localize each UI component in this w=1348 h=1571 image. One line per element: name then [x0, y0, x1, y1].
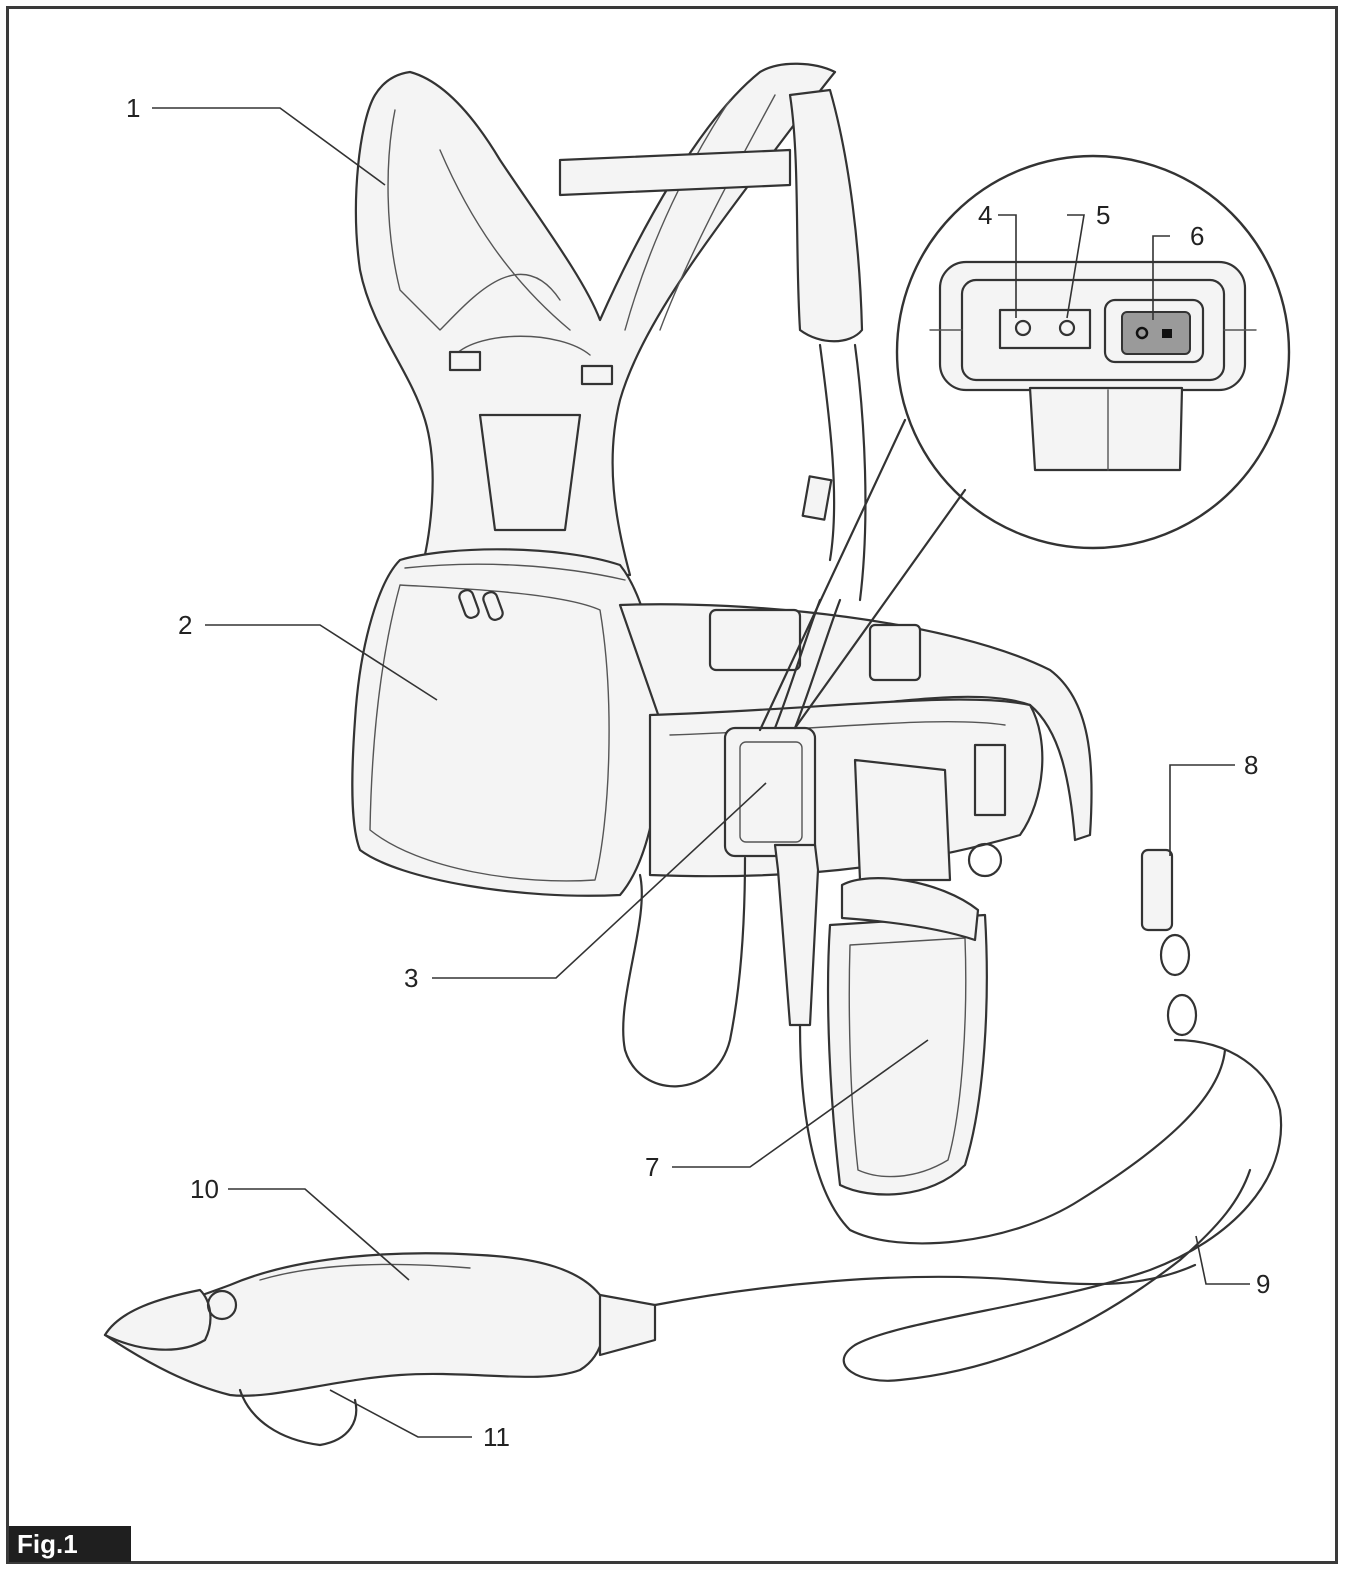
pruning-shears: [103, 1252, 657, 1447]
callout-5: 5: [1096, 200, 1110, 230]
front-pouch: [351, 548, 663, 897]
leader-lines: [152, 107, 1250, 1438]
waist-belt: [618, 603, 1093, 878]
figure-label: Fig.1: [9, 1526, 131, 1562]
callout-7: 7: [645, 1152, 659, 1182]
callout-6: 6: [1190, 221, 1204, 251]
cord-hook: [653, 848, 1283, 1382]
callout-3: 3: [404, 963, 418, 993]
callout-9: 9: [1256, 1269, 1270, 1299]
callout-4: 4: [978, 200, 992, 230]
controller-box: [622, 598, 1227, 1245]
callout-1: 1: [126, 93, 140, 123]
callout-8: 8: [1244, 750, 1258, 780]
callout-labels: 1 2 3 4 5 6 7 8 9 10 11: [126, 93, 1270, 1452]
callout-10: 10: [190, 1174, 219, 1204]
callout-11: 11: [483, 1422, 510, 1452]
callout-2: 2: [178, 610, 192, 640]
shoulder-harness: [354, 62, 867, 602]
